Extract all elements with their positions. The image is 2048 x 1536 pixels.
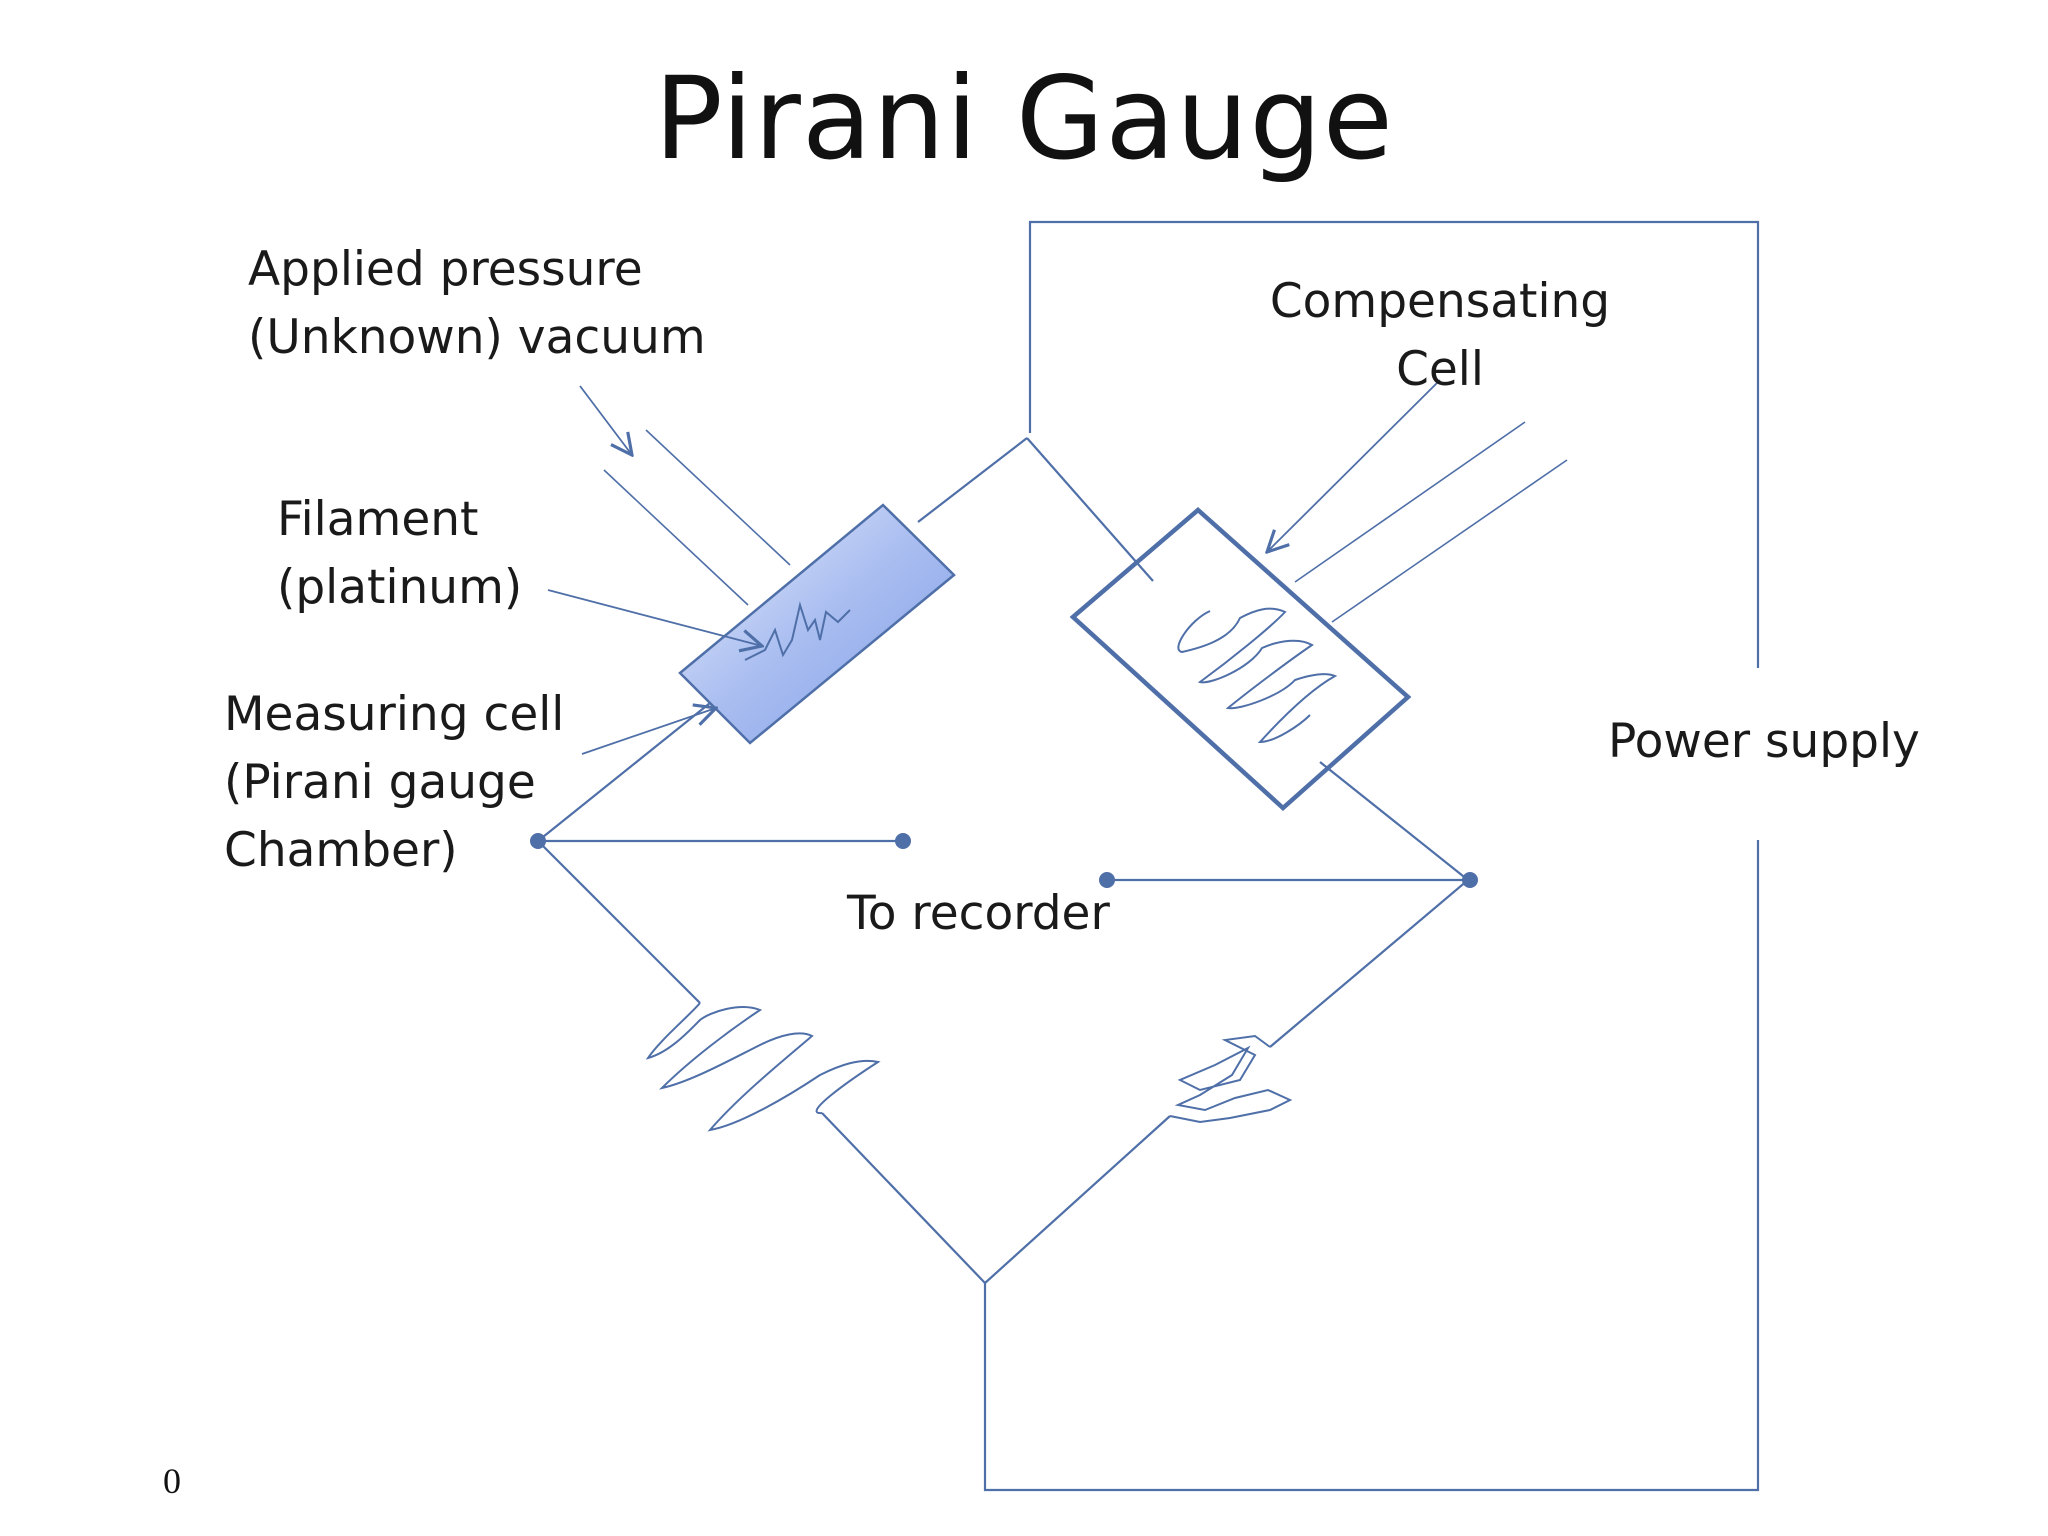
pointer-arrows (547, 379, 1441, 755)
wire-left-node-to-resistor (537, 840, 701, 1004)
label-compensating-cell: Compensating Cell (1245, 268, 1635, 404)
wire-compensating-cell-to-right-node (1319, 761, 1469, 881)
wire-power-supply-top (1028, 220, 1760, 668)
wire-power-supply-bottom (983, 840, 1760, 1492)
arrow-compensating-cell (1267, 379, 1441, 552)
label-compensating-cell-line2: Cell (1396, 342, 1484, 397)
compensating-cell-body (1069, 507, 1412, 812)
recorder-terminal-right (1099, 872, 1115, 888)
label-filament-line2: (platinum) (277, 560, 523, 615)
wire-resistor-to-bottom-node (821, 1112, 986, 1284)
compensating-cell (1069, 507, 1412, 812)
measuring-filament (744, 601, 851, 661)
recorder-terminal-left (895, 833, 911, 849)
label-to-recorder: To recorder (847, 886, 1110, 941)
node-left (530, 833, 546, 849)
diagram-title: Pirani Gauge (654, 52, 1394, 185)
wire-right-node-to-resistor (1269, 879, 1469, 1048)
label-power-supply: Power supply (1608, 714, 1920, 769)
page-number: 0 (163, 1461, 181, 1501)
node-right (1462, 872, 1478, 888)
resistor-lower-right (1169, 1034, 1293, 1124)
label-measuring-cell: Measuring cell (Pirani gauge Chamber) (224, 681, 564, 885)
label-applied-pressure-line1: Applied pressure (248, 242, 643, 297)
measuring-cell (678, 503, 956, 745)
wire-resistor2-to-bottom-node (984, 1115, 1171, 1284)
label-measuring-cell-line2: (Pirani gauge (224, 755, 536, 810)
pressure-inlet-lines (603, 429, 791, 606)
label-applied-pressure: Applied pressure (Unknown) vacuum (248, 236, 706, 372)
label-measuring-cell-line3: Chamber) (224, 823, 458, 878)
wire-measuring-cell-to-left-node (537, 702, 711, 842)
arrow-applied-pressure (579, 385, 632, 455)
label-compensating-cell-line1: Compensating (1269, 274, 1611, 329)
compensating-inlet-lines (1294, 421, 1568, 623)
junction-dots (530, 833, 1478, 888)
arrow-filament (547, 589, 762, 646)
wire-top-to-compensating-cell (1026, 437, 1154, 582)
bridge-wires (537, 220, 1760, 1492)
label-filament-line1: Filament (277, 492, 479, 547)
arrow-measuring-cell (581, 708, 716, 755)
label-filament: Filament (platinum) (277, 486, 522, 622)
label-measuring-cell-line1: Measuring cell (224, 687, 565, 742)
resistor-lower-left (645, 1002, 881, 1132)
wire-top-to-measuring-cell (917, 437, 1028, 523)
label-applied-pressure-line2: (Unknown) vacuum (248, 310, 706, 365)
compensating-filament (1177, 607, 1338, 744)
